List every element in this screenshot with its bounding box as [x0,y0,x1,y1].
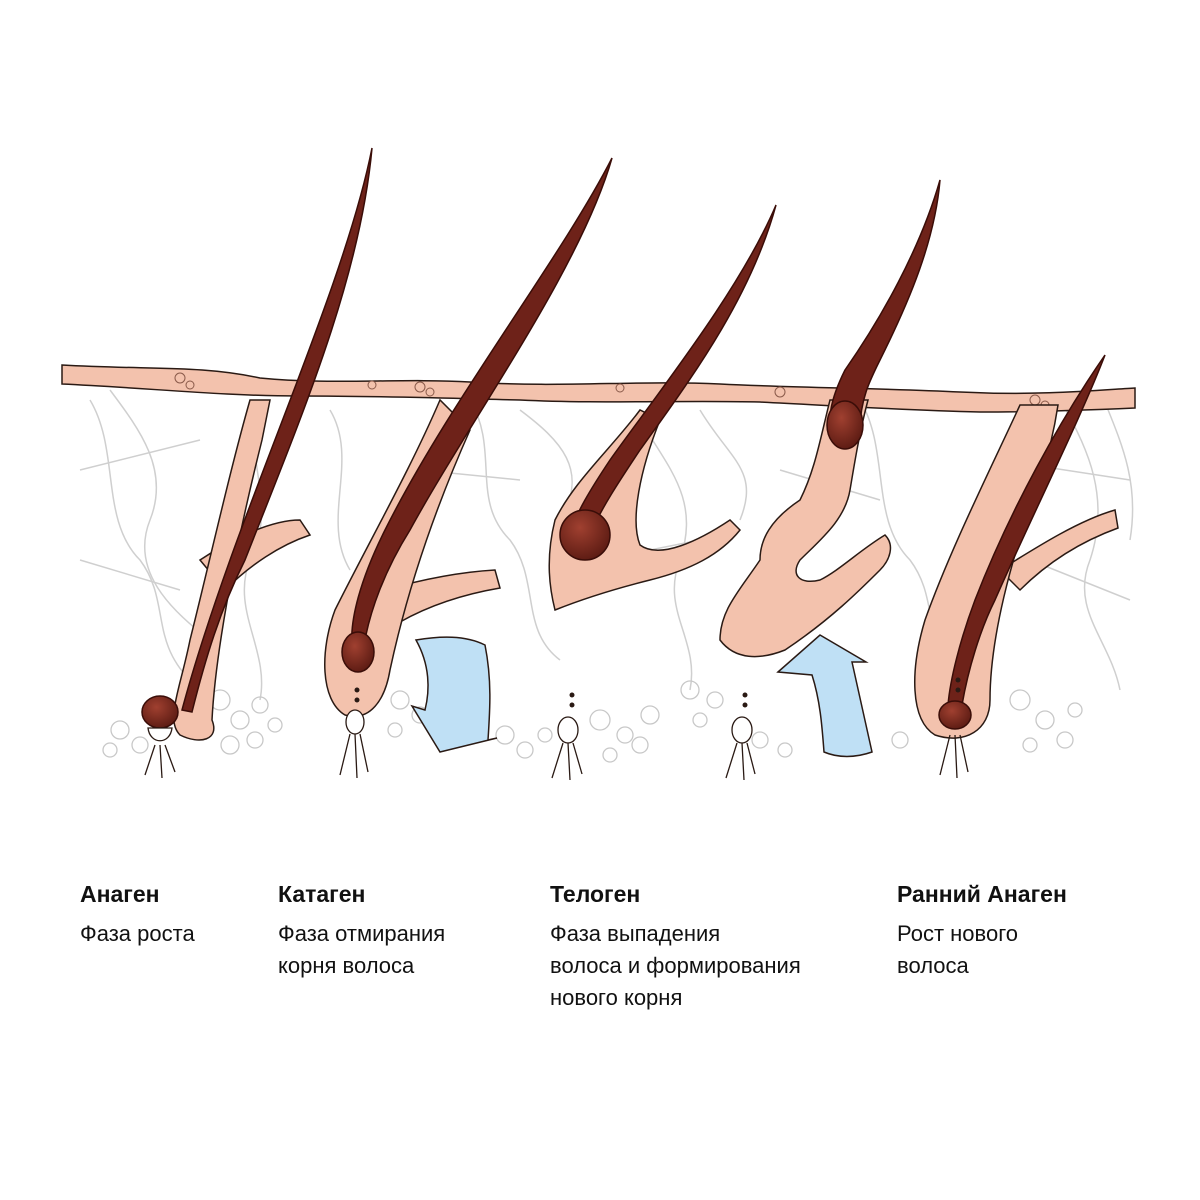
hair-growth-cycle-illustration [61,147,1136,781]
phase-label-telogen: Телоген Фаза выпадения волоса и формиров… [550,878,801,1014]
hair-bulb-early-anagen [938,700,972,730]
phase-title: Ранний Анаген [897,881,1067,907]
phase-description: Рост нового волоса [897,921,1018,978]
arrow-down-icon [410,636,498,753]
follicle-telogen [548,204,777,781]
papilla-anagen [147,727,173,742]
hair-bulb-catagen [341,631,375,673]
sebaceous-gland-early-anagen [998,509,1119,592]
follicle-anagen [141,147,373,779]
papilla-catagen [345,709,365,735]
phase-description: Фаза роста [80,921,195,946]
hair-shaft-anagen [181,147,373,713]
hair-bulb-anagen [141,695,179,729]
phase-title: Телоген [550,881,641,907]
arrow-up-icon [776,634,873,758]
phase-label-catagen: Катаген Фаза отмирания корня волоса [278,878,445,982]
follicle-catagen [324,157,613,779]
sebaceous-gland-catagen [383,569,501,624]
club-hair-bulb [826,400,864,450]
phase-title: Катаген [278,881,366,907]
hair-bulb-telogen [559,509,611,561]
phase-label-anagen: Анаген Фаза роста [80,878,195,950]
follicle-shedding [719,179,941,781]
phase-description: Фаза выпадения волоса и формирования нов… [550,921,801,1010]
phase-label-early-anagen: Ранний Анаген Рост нового волоса [897,878,1067,982]
epidermis-layer [61,364,1136,413]
epidermis-cells [174,372,1050,410]
follicle-early-anagen [914,354,1119,779]
papilla-new [731,716,753,744]
papilla-telogen [557,716,579,744]
phase-description: Фаза отмирания корня волоса [278,921,446,978]
phase-title: Анаген [80,881,160,907]
